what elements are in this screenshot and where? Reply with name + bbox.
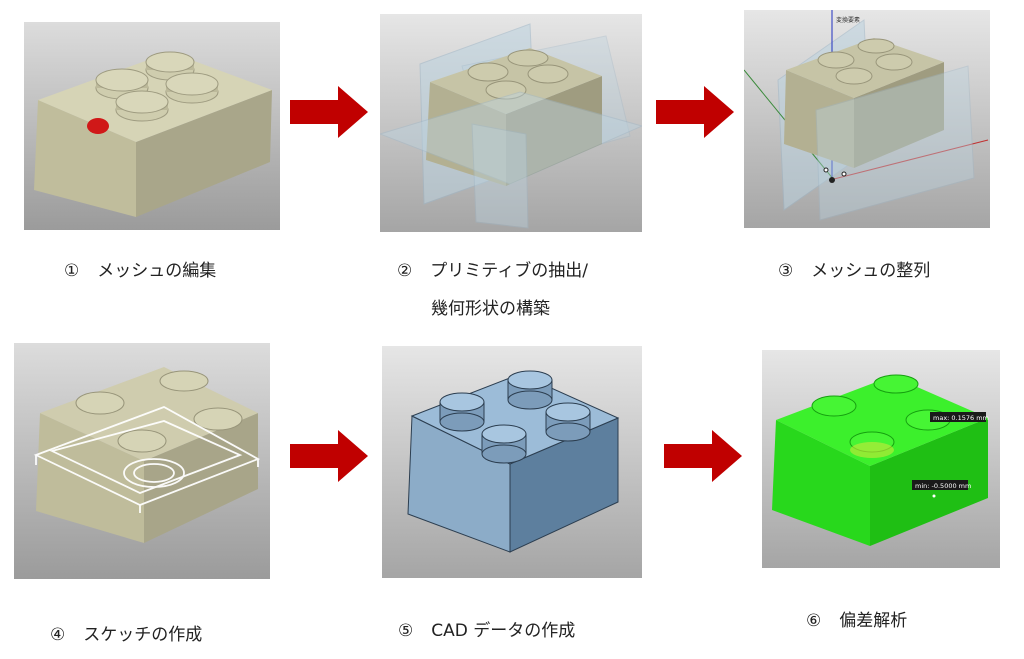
red-defect-mark <box>87 118 109 134</box>
mesh-edit-image <box>24 22 280 230</box>
arrow-right-icon <box>664 430 742 482</box>
caption-step-2-line2: 幾何形状の構築 <box>431 299 550 319</box>
sketch-image <box>14 343 270 579</box>
arrow-right-icon <box>290 430 368 482</box>
mesh-align-image: 変換要素 <box>744 10 990 228</box>
arrow-right-icon <box>290 86 368 138</box>
panel-mesh-edit <box>24 22 280 230</box>
primitive-extract-image <box>380 14 642 232</box>
min-deviation-label: min: -0.5000 mm <box>915 482 971 490</box>
deviation-analysis-image: max: 0.1576 mm min: -0.5000 mm <box>762 350 1000 568</box>
panel-deviation-analysis: max: 0.1576 mm min: -0.5000 mm <box>762 350 1000 568</box>
max-deviation-label: max: 0.1576 mm <box>933 414 989 422</box>
max-label-box <box>930 412 986 422</box>
panel-mesh-align: 変換要素 <box>744 10 990 228</box>
axis-label: 変換要素 <box>836 16 860 24</box>
panel-sketch <box>14 343 270 579</box>
arrow-right-icon <box>656 86 734 138</box>
panel-cad-create <box>382 346 642 578</box>
min-label-box <box>912 480 968 490</box>
cad-create-image <box>382 346 642 578</box>
panel-primitive-extract <box>380 14 642 232</box>
